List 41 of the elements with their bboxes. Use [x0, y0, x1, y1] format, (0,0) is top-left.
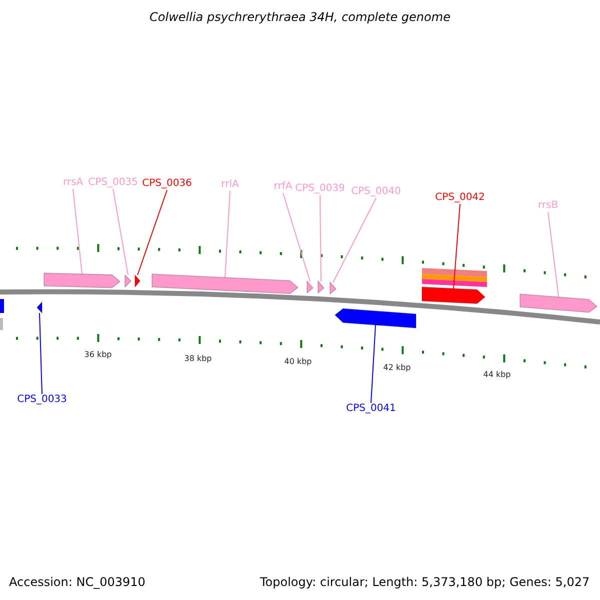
- leader-line: [39, 312, 42, 394]
- gene-feature: [334, 308, 416, 328]
- gene-feature: [152, 274, 299, 294]
- leader-line: [453, 204, 460, 289]
- gene-feature: [134, 274, 141, 288]
- gene-feature: [44, 272, 121, 288]
- gene-label: CPS_0042: [435, 192, 485, 204]
- footer-text: Accession: NC_003910: [9, 575, 146, 589]
- gene-feature: [318, 280, 325, 294]
- leader-line: [224, 190, 230, 278]
- gene-label: rrsA: [62, 177, 84, 189]
- scale-label: 38 kbp: [184, 354, 212, 364]
- gene-label: CPS_0041: [346, 403, 396, 415]
- leader-line: [332, 198, 376, 283]
- title: Colwellia psychrerythraea 34H, complete genome: [150, 11, 450, 23]
- gene-label: rrfA: [274, 181, 292, 193]
- leader-line: [137, 190, 168, 276]
- gene-feature: [330, 282, 337, 294]
- gene-label: CPS_0035: [88, 177, 138, 189]
- scale-label: 44 kbp: [483, 370, 511, 380]
- scale-label: 40 kbp: [284, 357, 312, 367]
- leader-line: [282, 192, 310, 282]
- leader-line: [320, 194, 322, 282]
- gene-label: CPS_0040: [351, 186, 401, 198]
- leader-line: [370, 324, 376, 404]
- gene-feature: [422, 286, 486, 304]
- leader-line: [72, 188, 82, 274]
- gene-feature: [520, 294, 598, 313]
- gene-label: rrlA: [221, 179, 239, 191]
- gene-label: CPS_0039: [295, 183, 345, 195]
- footer-text: Topology: circular; Length: 5,373,180 bp; Genes: 5,027: [260, 575, 590, 589]
- leader-line: [548, 212, 559, 298]
- gene-label: rrsB: [538, 200, 558, 212]
- leader-line: [112, 188, 128, 276]
- gene-feature: [306, 280, 314, 294]
- gene-feature: [36, 302, 42, 314]
- gene-feature: [124, 274, 132, 288]
- gene-label: CPS_0033: [17, 394, 67, 406]
- scale-label: 36 kbp: [84, 350, 112, 360]
- gene-label: CPS_0036: [142, 178, 192, 190]
- scale-label: 42 kbp: [383, 363, 411, 373]
